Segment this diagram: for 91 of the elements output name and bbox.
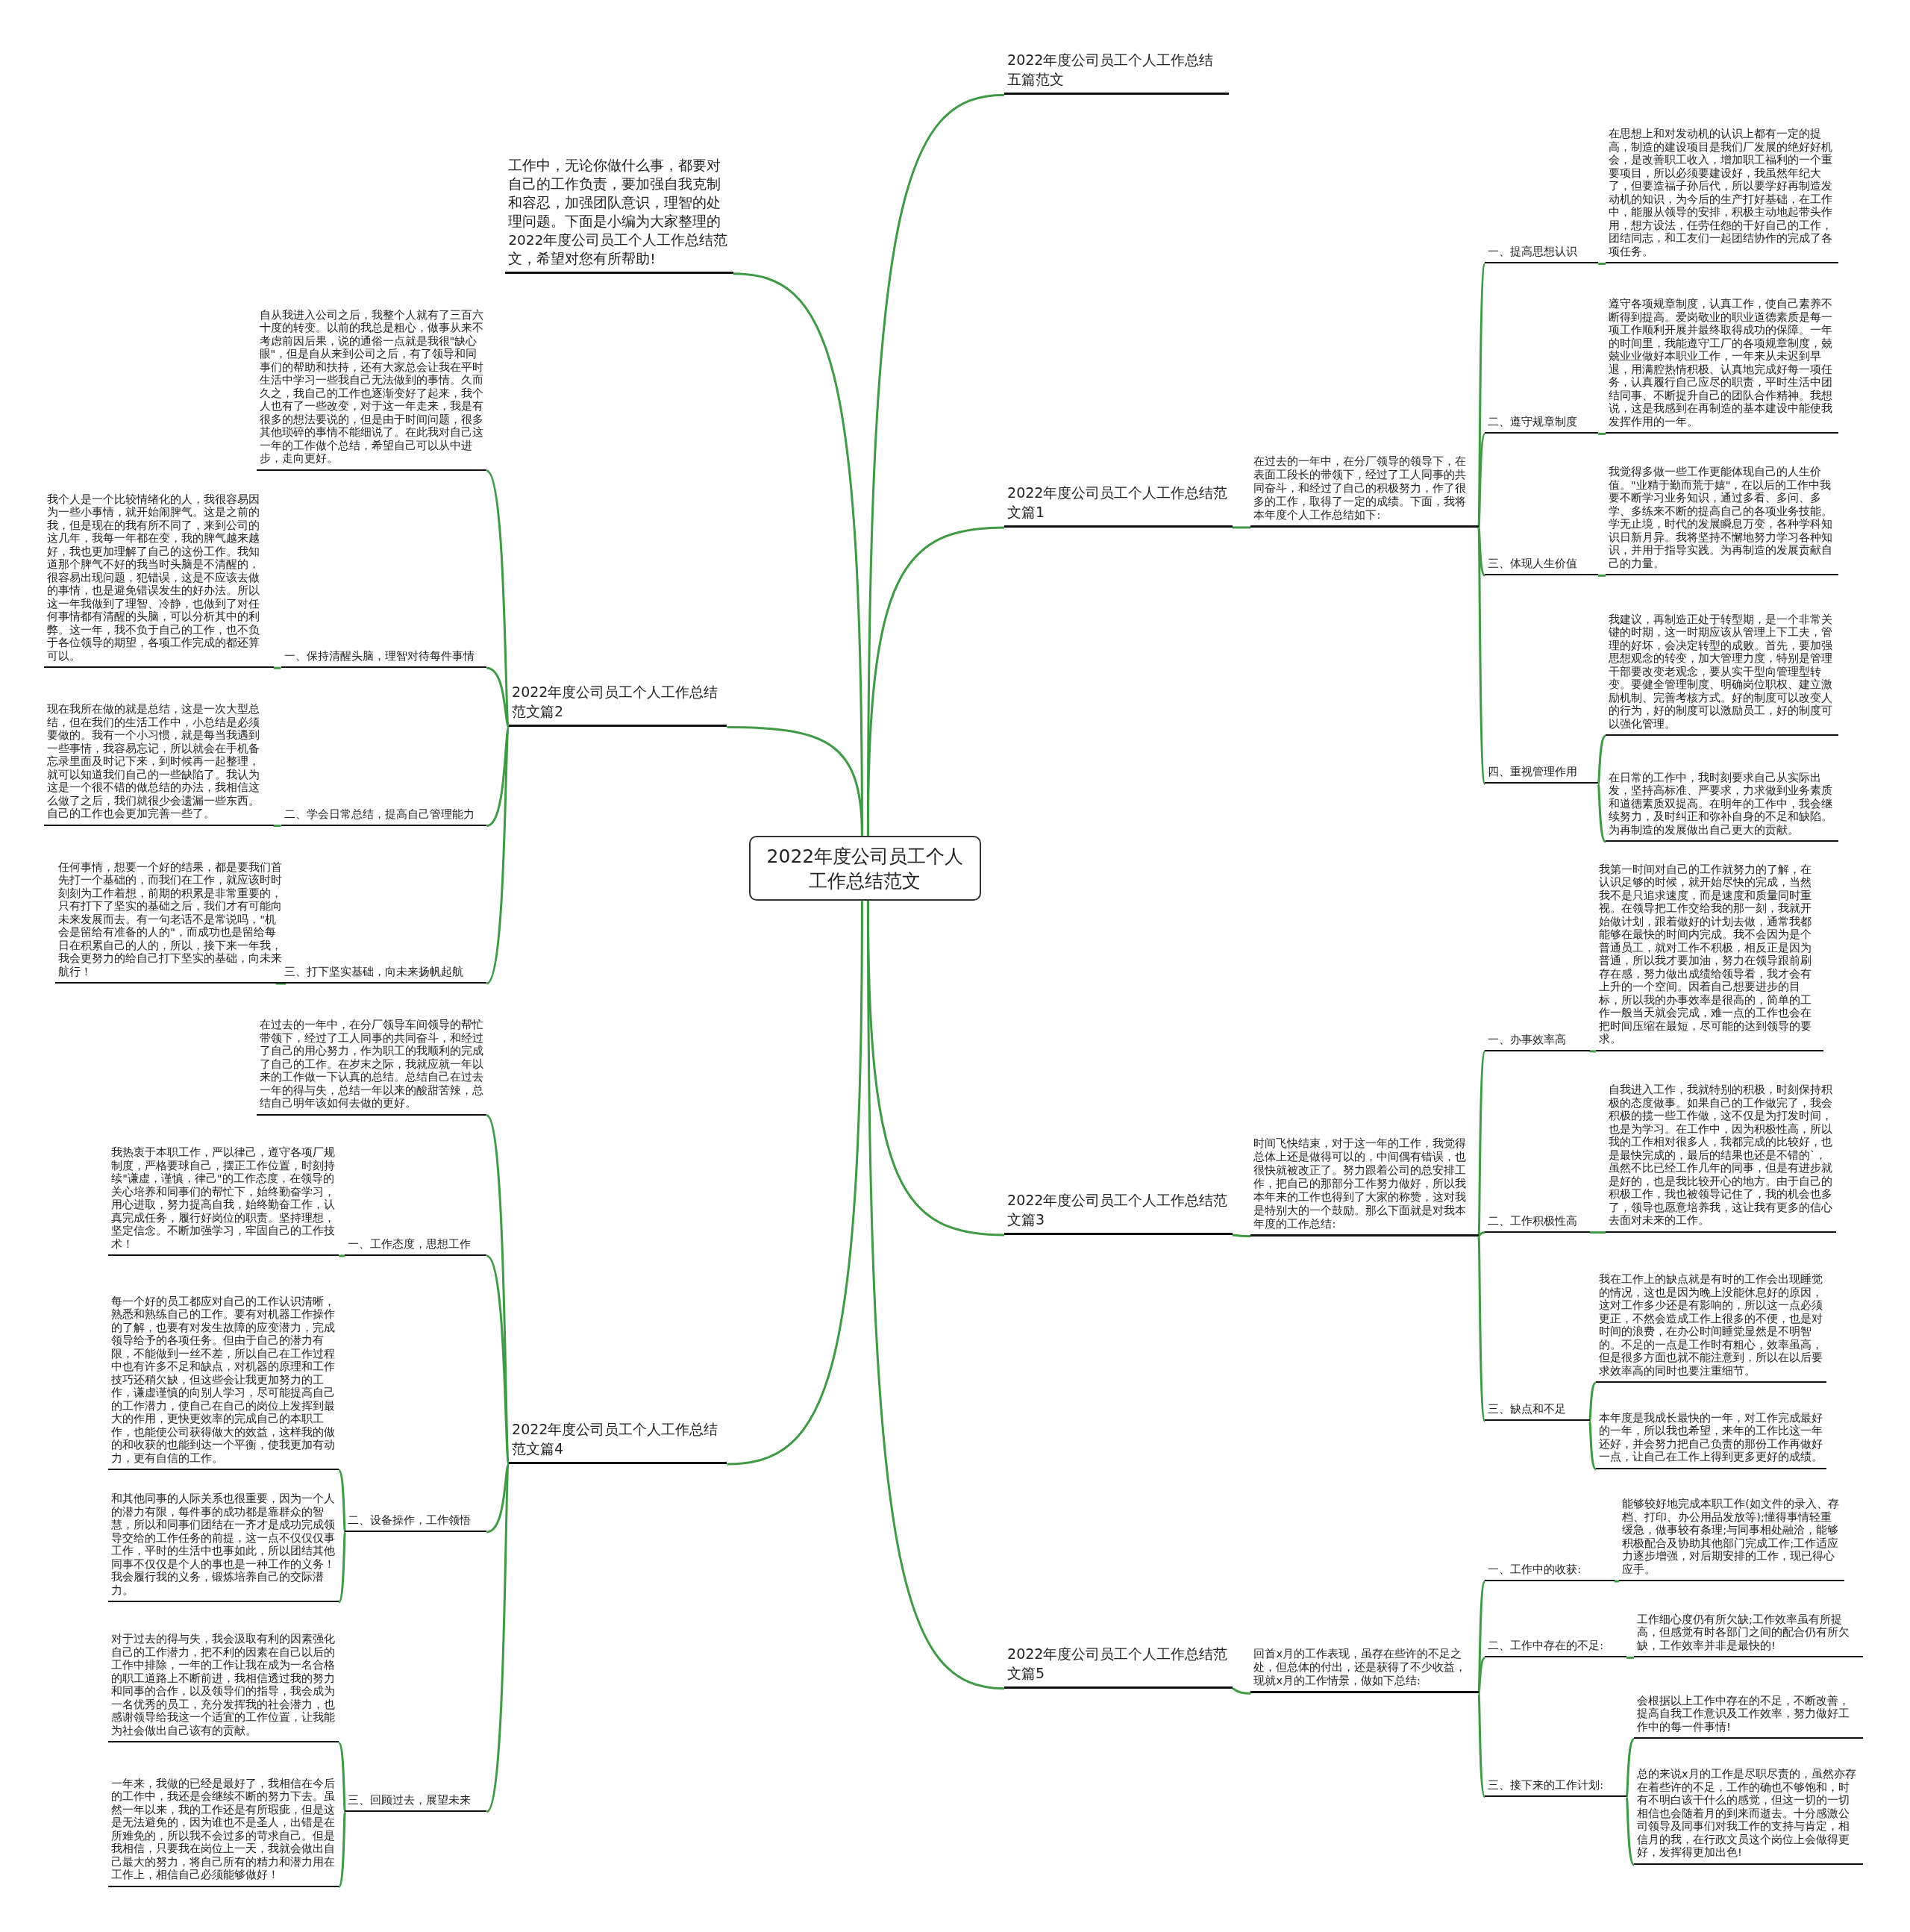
connector-line — [485, 666, 510, 728]
paragraph-text: 总的来说x月的工作是尽职尽责的，虽然亦存在着些许的不足，工作的确也不够饱和，时有不明白该干什么的感觉，但这一切的一切相信也会随着月的到来而逝去。十分感激公司领导及同事们对我工作的支持与肯定，相信月的我，在行政文员这个岗位上会做得更好，发挥得更加出色! — [1634, 1768, 1864, 1865]
connector-line — [485, 726, 510, 828]
subtopic-label: 一、工作态度，思想工作 — [345, 1237, 487, 1256]
connector-line — [1477, 1236, 1486, 1422]
connector-line — [1588, 1421, 1597, 1471]
subtopic-label: 三、缺点和不足 — [1485, 1402, 1590, 1422]
subtopic-label: 一、提高思想认识 — [1485, 245, 1599, 264]
connector-line — [727, 901, 863, 1466]
branch-topic: 2022年度公司员工个人工作总结范文篇2 — [509, 682, 727, 728]
paragraph-text: 自从我进入公司之后，我整个人就有了三百六十度的转变。以前的我总是粗心，做事从来不考虑前因后果，说的通俗一点就是我很"缺心眼"，但是自从来到公司之后，有了领导和同事们的帮助和扶持，还有大家总会让我在平时生活中学习一些我自己无法做到的事情。久而久之，我自己的工作也逐渐变好了起来，我个人也有了一些改变，对于这一年走来，我是有很多的想法要说的，但是由于时间问题，很多其他琐碎的事情不能细说了。在此我对自己这一年的工作做个总结，希望自己可以从中进步，走向更好。 — [256, 308, 487, 471]
paragraph-text: 自我进入工作，我就特别的积极，时刻保持积极的态度做事。如果自己的工作做完了，我会积极的揽一些工作做，这不仅是为打发时间，也是为学习。在工作中，因为积极性高，所以我的工作相对很多人，我都完成的比较好，也是最快完成的，最后的结果也还是不错的`，虽然不比已经工作几年的同事，但是有进步就是好的，也是我比较开心的地方。由于自己的积极工作，我也被领导记住了，我的机会也多了，领导也愿意培养我，这让我有更多的信心去面对未来的工作。 — [1606, 1084, 1836, 1233]
subtopic-label: 四、重视管理作用 — [1485, 765, 1599, 784]
subtopic-label: 二、工作积极性高 — [1485, 1213, 1590, 1233]
connector-line — [337, 1531, 346, 1604]
connector-line — [1597, 784, 1607, 843]
branch-topic: 2022年度公司员工个人工作总结范文篇4 — [509, 1419, 727, 1465]
paragraph-text: 在日常的工作中，我时刻要求自己从实际出发，坚持高标准、严要求，力求做到业务素质和道德素质双提高。在明年的工作中，我会继续努力，及时纠正和弥补自身的不足和缺陷。为再制造的发展做出自己更大的贡献。 — [1606, 771, 1839, 842]
central-topic-box: 2022年度公司员工个人工作总结范文 — [749, 835, 981, 901]
connector-line — [1477, 1231, 1486, 1237]
paragraph-text: 我觉得多做一些工作更能体现自己的人生价值。"业精于勤而荒于嬉"，在以后的工作中我要不断学习业务知识，通过多看、多问、多学、多练来不断的提高自己的各项业务技能。学无止境，时代的发展瞬息万变，各种学科知识日新月异。我将坚持不懈地努力学习各种知识，并用于指导实践。为再制造的发展贡献自己的力量。 — [1606, 466, 1839, 576]
connector-line — [337, 1254, 345, 1257]
paragraph-text: 现在我所在做的就是总结，这是一次大型总结，但在我们的生活工作中，小总结是必须要做的。我有一个小习惯，就是每当我遇到一些事情，我容易忘记，所以就会在手机备忘录里面及时记下来，到时候再一起整理，就可以知道我们自己的一些缺陷了。我认为这是一个很不错的做总结的办法，我相信这么做了之后，我们就很少会遗漏一些东西。自己的工作也会更加完善一些了。 — [44, 703, 274, 826]
branch-topic: 2022年度公司员工个人工作总结范文篇3 — [1004, 1189, 1233, 1235]
paragraph-text: 我个人是一个比较情绪化的人，我很容易因为一些小事情，就开始闹脾气。这是之前的我，但是现在的我有所不同了，来到公司的这几年，我每一年都在变，我的脾气越来越好，我也更加理解了自己的这份工作。我知道那个脾气不好的我当时头脑是不清醒的，很容易出现问题，犯错误，这是不应该去做的事情，也是避免错误发生的好办法。所以这一年我做到了理智、冷静，也做到了对任何事情都有清醒的头脑，可以分析其中的利弊。这一年，我不负于自己的工作，也不负于各位领导的期望，各项工作完成的都还算可以。 — [44, 493, 274, 669]
paragraph-text: 我建议，再制造正处于转型期，是一个非常关键的时期，这一时期应该从管理上下工夫，管理的好坏，会决定转型的成败。首先，要加强思想观念的转变，加大管理力度，特别是管理干部要改变老观念，要从实干型向管理型转变。要健全管理制度、明确岗位职权、建立激励机制、完善考核方式。好的制度可以改变人的行为，好的制度可以激励员工，好的制度可以强化管理。 — [1606, 613, 1839, 736]
subtopic-label: 二、设备操作，工作领悟 — [345, 1513, 487, 1532]
paragraph-text: 对于过去的得与失，我会汲取有利的因素强化自己的工作潜力，把不利的因素在自己以后的工作中排除，一年的工作让我在成为一名合格的职工道路上不断前进，我相信透过我的努力和同事的合作，以及领导们的指导，我会成为一名优秀的员工，充分发挥我的社会潜力，也感谢领导给我这一个适宜的工作位置，让我能为社会做出自己该有的贡献。 — [108, 1633, 339, 1743]
subtopic-label: 二、学会日常总结，提高自己管理能力 — [281, 807, 487, 826]
subtopic-label: 二、遵守规章制度 — [1485, 415, 1599, 434]
connector-line — [1625, 1737, 1635, 1798]
connector-line — [485, 1254, 510, 1465]
paragraph-text: 遵守各项规章制度，认真工作，使自己素养不断得到提高。爱岗敬业的职业道德素质是每一项工作顺利开展并最终取得成功的保障。一年的时间里，我能遵守工厂的各项规章制度，兢兢业业做好本职业工作，一年来从未迟到早退，用满腔热情积极、认真地完成好每一项任务，认真履行自己应尽的职责，平时生活中团结同事、不断提升自己的团队合作精神。我想说，这是我感到在再制造的基本建设中能使我发挥作用的一年。 — [1606, 298, 1839, 434]
paragraph-text: 会根据以上工作中存在的不足，不断改善，提高自我工作意识及工作效率，努力做好工作中的每一件事情! — [1634, 1694, 1864, 1739]
connector-line — [1589, 1231, 1607, 1234]
connector-line — [1598, 574, 1607, 577]
connector-line — [1477, 527, 1486, 785]
subtopic-label: 一、保持清醒头脑，理智对待每件事情 — [281, 649, 487, 669]
paragraph-text: 能够较好地完成本职工作(如文件的录入、存档、打印、办公用品发放等);懂得事情轻重缓急，做事较有条理;与同事相处融洽，能够积极配合及协助其他部门完成工作;工作适应力逐步增强，对后期安排的工作，现已得心应手。 — [1619, 1498, 1845, 1582]
connector-line — [727, 725, 863, 836]
connector-line — [1477, 1656, 1486, 1694]
topic-text: 时间飞快结束，对于这一年的工作，我觉得总体上还是做得可以的，中间偶有错误，也很快就被改正了。努力跟着公司的总安排工作，把自己的那部分工作努力做好，所以我本年来的工作也得到了大家的称赞，这对我是特别大的一个鼓励。那么下面就是对我本年度的工作总结: — [1250, 1136, 1479, 1237]
connector-line — [1477, 1050, 1486, 1237]
connector-line — [1477, 432, 1486, 528]
branch-topic: 2022年度公司员工个人工作总结五篇范文 — [1004, 50, 1229, 96]
connector-line — [1589, 1050, 1597, 1053]
paragraph-text: 在思想上和对发动机的认识上都有一定的提高，制造的建设项目是我们厂发展的绝好好机会，是改善职工收入，增加职工福利的一个重要项目，所以必须要建设好，我虽然年纪大了，但要造福子孙后代，所以要学好再制造发动机的知识，为今后的生产打好基础，在工作中，能服从领导的安排，积极主动地起带头作用，想方设法，任劳任怨的干好自己的工作，团结同志，和工友们一起团结协作的完成了各项任务。 — [1606, 128, 1839, 264]
subtopic-label: 二、工作中存在的不足: — [1485, 1639, 1627, 1658]
connector-line — [485, 1463, 510, 1813]
topic-text: 回首x月的工作表现，虽存在些许的不足之处，但总体的付出，还是获得了不少收益，现就x月的工作情景，做如下总结: — [1250, 1647, 1479, 1694]
connector-line — [272, 825, 281, 828]
connector-line — [337, 1811, 346, 1889]
topic-text: 工作中，无论你做什么事，都要对自己的工作负责，要加强自我克制和容忍，加强团队意识，理智的处理问题。下面是小编为大家整理的2022年度公司员工个人工作总结范文，希望对您有所帮助! — [505, 155, 733, 274]
paragraph-text: 一年来，我做的已经是最好了，我相信在今后的工作中，我还是会继续不断的努力下去。虽然一年以来，我的工作还是有所瑕疵，但是这是无法避免的，因为谁也不是圣人，出错是在所难免的，所以我不会过多的苛求自己。但是我相信，只要我在岗位上一天，我就会做出自己最大的努力，将自己所有的精力和潜力用在工作上，相信自己必须能够做好！ — [108, 1777, 339, 1887]
subtopic-label: 一、工作中的收获: — [1485, 1563, 1615, 1582]
connector-line — [1232, 1234, 1252, 1238]
subtopic-label: 三、打下坚实基础，向未来扬帆起航 — [281, 965, 487, 984]
connector-line — [1598, 262, 1607, 265]
paragraph-text: 和其他同事的人际关系也很重要，因为一个人的潜力有限，每件事的成功都是靠群众的智慧，所以和同事们团结在一齐才是成功完成领导交给的工作任务的前提，这一点不仅仅仅事工作，平时的生活中也事如此，所以团结其他同事不仅仅是个人的事也是一种工作的义务！我会履行我的义务，锻炼培养自己的交际潜力。 — [108, 1492, 339, 1603]
paragraph-text: 在过去的一年中，在分厂领导车间领导的帮忙带领下，经过了工人同事的共同奋斗，和经过了自己的用心努力，作为职工的我顺利的完成了自己的工作。在岁末之际，我就应就一年以来的工作做一下认真的总结。总结自己在过去一年的得与失，总结一年以来的酸甜苦辣，总结自己明年该如何去做的更好。 — [256, 1019, 487, 1116]
connector-line — [1614, 1580, 1621, 1583]
connector-line — [1232, 1687, 1252, 1695]
connector-line — [1232, 526, 1252, 529]
connector-line — [485, 727, 510, 985]
connector-line — [272, 666, 281, 669]
subtopic-label: 三、体现人生价值 — [1485, 557, 1599, 576]
connector-line — [1588, 1381, 1597, 1422]
connector-line — [1598, 432, 1607, 435]
connector-line — [1477, 1693, 1486, 1798]
connector-line — [866, 526, 1005, 836]
connector-line — [1625, 1796, 1635, 1866]
connector-line — [1477, 527, 1486, 577]
connector-line — [1597, 734, 1607, 784]
topic-text: 在过去的一年中，在分厂领导的领导下，在表面工段长的带领下，经过了工人同事的共同奋斗，和经过了自己的积极努力，作了很多的工作，取得了一定的成绩。下面，我将本年度个人工作总结如下: — [1250, 454, 1479, 528]
paragraph-text: 本年度是我成长最快的一年，对工作完成最好的一年，所以我也希望，来年的工作比这一年还好，并会努力把自己负责的那份工作再做好一点，让自己在工作上得到更多更好的成绩。 — [1595, 1411, 1826, 1469]
connector-line — [485, 1463, 510, 1534]
subtopic-label: 三、接下来的工作计划: — [1485, 1778, 1627, 1798]
connector-line — [337, 1469, 346, 1533]
branch-topic: 2022年度公司员工个人工作总结范文篇5 — [1004, 1643, 1233, 1689]
connector-line — [866, 901, 1005, 1690]
paragraph-text: 每一个好的员工都应对自己的工作认识清晰，熟悉和熟练自己的工作。要有对机器工作操作的了解，也要有对发生故障的应变潜力，完成领导给予的各项任务。但由于自己的潜力有限，不能做到一丝不差，所以自己在工作过程中也有许多不足和缺点，对机器的原理和工作技巧还稍欠缺，但这些会让我更加努力的工作，谦虚谨慎的向别人学习，尽可能提高自己的工作潜力，使自己在自己的岗位上发挥到最大的作用，更快更效率的完成自己的本职工作，也能使公司获得做大的效益，这样我的做的和收获的也能到达一个平衡，使我更加有动力，更有自信的工作。 — [108, 1295, 339, 1471]
paragraph-text: 我热衷于本职工作，严以律己，遵守各项厂规制度，严格要球自己，摆正工作位置，时刻持续"谦虚，谨慎，律己"的工作态度，在领导的关心培养和同事们的帮忙下，始终勤奋学习，用心进取，努力提高自我，始终勤奋工作，认真完成任务，履行好岗位的职责。坚持理想，坚定信念。不断加强学习，牢固自己的工作技术！ — [108, 1146, 339, 1256]
connector-line — [1626, 1656, 1635, 1659]
connector-line — [337, 1741, 346, 1813]
subtopic-label: 一、办事效率高 — [1485, 1032, 1590, 1051]
paragraph-text: 我在工作上的缺点就是有时的工作会出现睡觉的情况，这也是因为晚上没能休息好的原因，这对工作多少还是有影响的，所以这一点必须更正，不然会造成工作上很多的不便，也是对时间的浪费，在办公时间睡觉显然是不明智的。不足的一点是工作时有粗心，效率虽高，但是很多方面也就不能注意到，所以在以后要求效率高的同时也要注重细节。 — [1595, 1273, 1826, 1384]
paragraph-text: 工作细心度仍有所欠缺;工作效率虽有所提高，但感觉有时各部门之间的配合仍有所欠缺，工作效率并非是最快的! — [1634, 1613, 1864, 1658]
connector-line — [275, 982, 286, 985]
paragraph-text: 我第一时间对自己的工作就努力的了解，在认识足够的时候，就开始尽快的完成，当然我不是只追求速度，而是速度和质量同时重视。在领导把工作交给我的那一刻，我就开始做计划，跟着做好的计划去做，通常我都能够在最快的时间内完成。我不会因为是个普通员工，就对工作不积极，相反正是因为普通，所以我才要加油，努力在领导跟前刷存在感，努力做出成绩给领导看，我才会有上升的一个空间。因着自己想要进步的目标，所以我的办事效率是很高的，简单的工作一般当天就会完成，难一点的工作也会在把时间压缩在最短，尽可能的达到领导的要求。 — [1595, 863, 1824, 1051]
subtopic-label: 三、回顾过去，展望未来 — [345, 1792, 487, 1812]
branch-topic: 2022年度公司员工个人工作总结范文篇1 — [1004, 482, 1233, 528]
